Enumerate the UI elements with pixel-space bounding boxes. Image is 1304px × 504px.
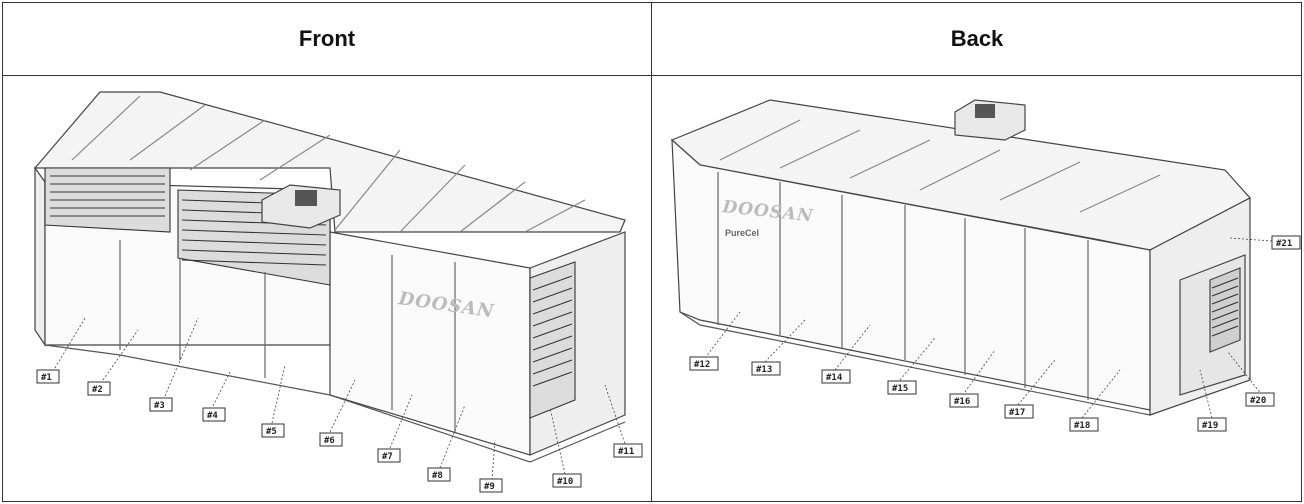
label-14: #14 xyxy=(821,369,851,384)
svg-text:#3: #3 xyxy=(154,401,165,411)
svg-text:#5: #5 xyxy=(266,427,277,437)
svg-text:#18: #18 xyxy=(1074,421,1090,431)
header-divider xyxy=(3,75,1301,76)
svg-text:#20: #20 xyxy=(1250,396,1266,406)
back-leader-lines xyxy=(704,237,1273,419)
svg-text:#7: #7 xyxy=(382,452,393,462)
label-19: #19 xyxy=(1197,417,1227,432)
label-2: #2 xyxy=(87,381,111,396)
label-15: #15 xyxy=(887,380,917,395)
label-5: #5 xyxy=(261,423,285,438)
svg-text:#15: #15 xyxy=(892,384,908,394)
label-16: #16 xyxy=(949,393,979,408)
back-labels: #12 #13 #14 #15 #16 #17 #18 #19 #20 #21 xyxy=(689,235,1301,432)
svg-text:#1: #1 xyxy=(41,373,52,383)
svg-text:#13: #13 xyxy=(756,365,772,375)
svg-text:#9: #9 xyxy=(484,482,495,492)
front-leader-lines xyxy=(54,317,627,481)
label-3: #3 xyxy=(149,397,173,412)
svg-text:#14: #14 xyxy=(826,373,843,383)
label-21: #21 xyxy=(1271,235,1301,250)
label-4: #4 xyxy=(202,407,226,422)
label-8: #8 xyxy=(427,467,451,482)
back-fuel-cell-unit xyxy=(670,99,1251,416)
label-13: #13 xyxy=(751,361,781,376)
svg-text:#6: #6 xyxy=(324,436,335,446)
label-7: #7 xyxy=(377,448,401,463)
label-6: #6 xyxy=(319,432,343,447)
column-divider xyxy=(651,3,652,501)
front-header: Front xyxy=(298,26,356,51)
label-11: #11 xyxy=(613,443,643,458)
purecel-logo: PureCel xyxy=(725,228,759,238)
svg-text:#21: #21 xyxy=(1276,239,1292,249)
svg-text:#17: #17 xyxy=(1009,408,1025,418)
label-20: #20 xyxy=(1245,392,1275,407)
label-9: #9 xyxy=(479,478,503,493)
label-1: #1 xyxy=(36,369,60,384)
label-12: #12 xyxy=(689,356,719,371)
svg-text:#8: #8 xyxy=(432,471,443,481)
label-10: #10 xyxy=(552,473,582,488)
svg-text:#16: #16 xyxy=(954,397,970,407)
svg-text:#12: #12 xyxy=(694,360,710,370)
svg-text:#19: #19 xyxy=(1202,421,1218,431)
label-17: #17 xyxy=(1004,404,1034,419)
svg-text:#4: #4 xyxy=(207,411,218,421)
svg-text:#10: #10 xyxy=(557,477,573,487)
label-18: #18 xyxy=(1069,417,1099,432)
front-labels: #1 #2 #3 #4 #5 #6 #7 #8 #9 #10 #11 xyxy=(36,369,643,493)
svg-text:#2: #2 xyxy=(92,385,103,395)
back-header: Back xyxy=(950,26,1004,51)
svg-text:#11: #11 xyxy=(618,447,634,457)
front-fuel-cell-unit xyxy=(33,91,626,463)
